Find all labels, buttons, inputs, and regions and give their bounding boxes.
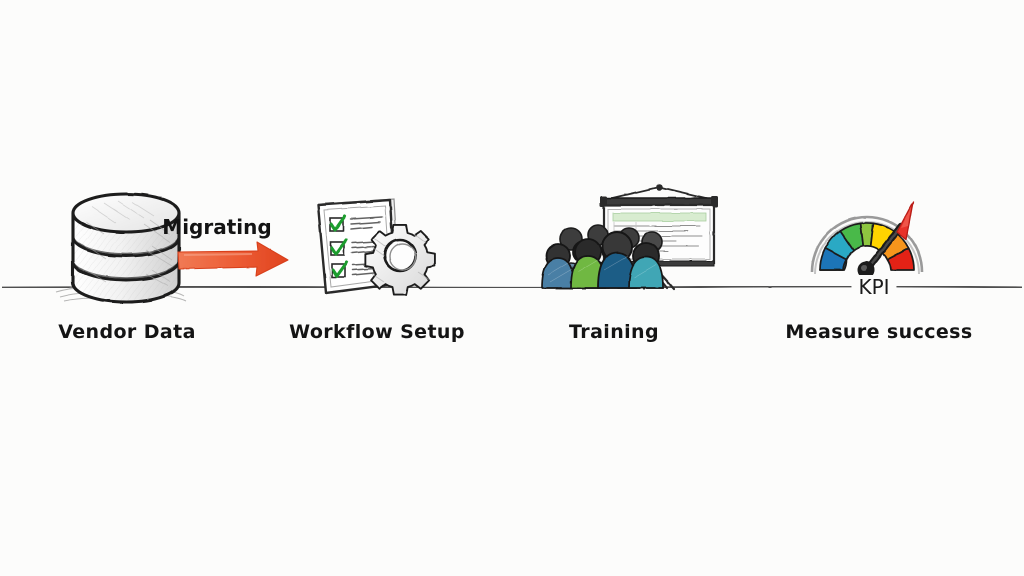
step-label-workflow-setup: Workflow Setup xyxy=(289,321,465,343)
checklist-gear-icon xyxy=(316,198,436,296)
audience-front-row xyxy=(541,231,664,289)
migrating-label: Migrating xyxy=(162,215,272,239)
step-label-measure-success: Measure success xyxy=(785,321,973,343)
step-label-training: Training xyxy=(569,321,659,343)
kpi-gauge-icon xyxy=(810,201,924,279)
step-label-vendor-data: Vendor Data xyxy=(58,321,196,343)
database-cylinder-icon xyxy=(55,192,187,304)
migrating-arrow-icon xyxy=(177,241,289,277)
kpi-axis-label: KPI xyxy=(851,275,897,299)
audience-projector-icon xyxy=(541,183,718,291)
